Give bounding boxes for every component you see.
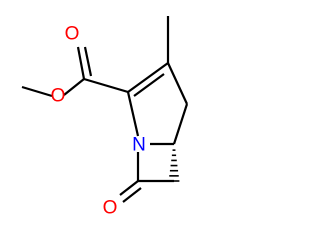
bond-c4-c5 bbox=[172, 103, 189, 145]
atom-n-ring: N bbox=[132, 135, 146, 156]
bond-ester-c-o bbox=[63, 78, 85, 96]
bond-c3-c2-double-outer bbox=[127, 62, 169, 93]
bond-ester-co-double-b bbox=[83, 46, 93, 77]
chemical-structure-diagram: O O N O bbox=[21, 16, 189, 219]
bond-c3-c2-double-inner bbox=[133, 73, 165, 97]
bond-c7-o-double-b bbox=[122, 187, 142, 203]
atom-o-lactam: O bbox=[103, 198, 118, 219]
bond-c7-o-double-a bbox=[119, 180, 139, 196]
bond-layer bbox=[21, 16, 189, 203]
stereo-hashed-wedge bbox=[168, 149, 180, 182]
bond-c2-n bbox=[126, 91, 140, 137]
bond-c3-c4 bbox=[167, 62, 188, 105]
bond-o-methyl bbox=[21, 85, 53, 98]
atom-label-layer: O O N O bbox=[51, 24, 146, 219]
bond-ester-co-double-a bbox=[76, 46, 86, 80]
atom-o-ester-carbonyl: O bbox=[65, 24, 80, 45]
bond-c2-cester bbox=[83, 77, 129, 94]
atom-o-ester-link: O bbox=[51, 86, 66, 107]
